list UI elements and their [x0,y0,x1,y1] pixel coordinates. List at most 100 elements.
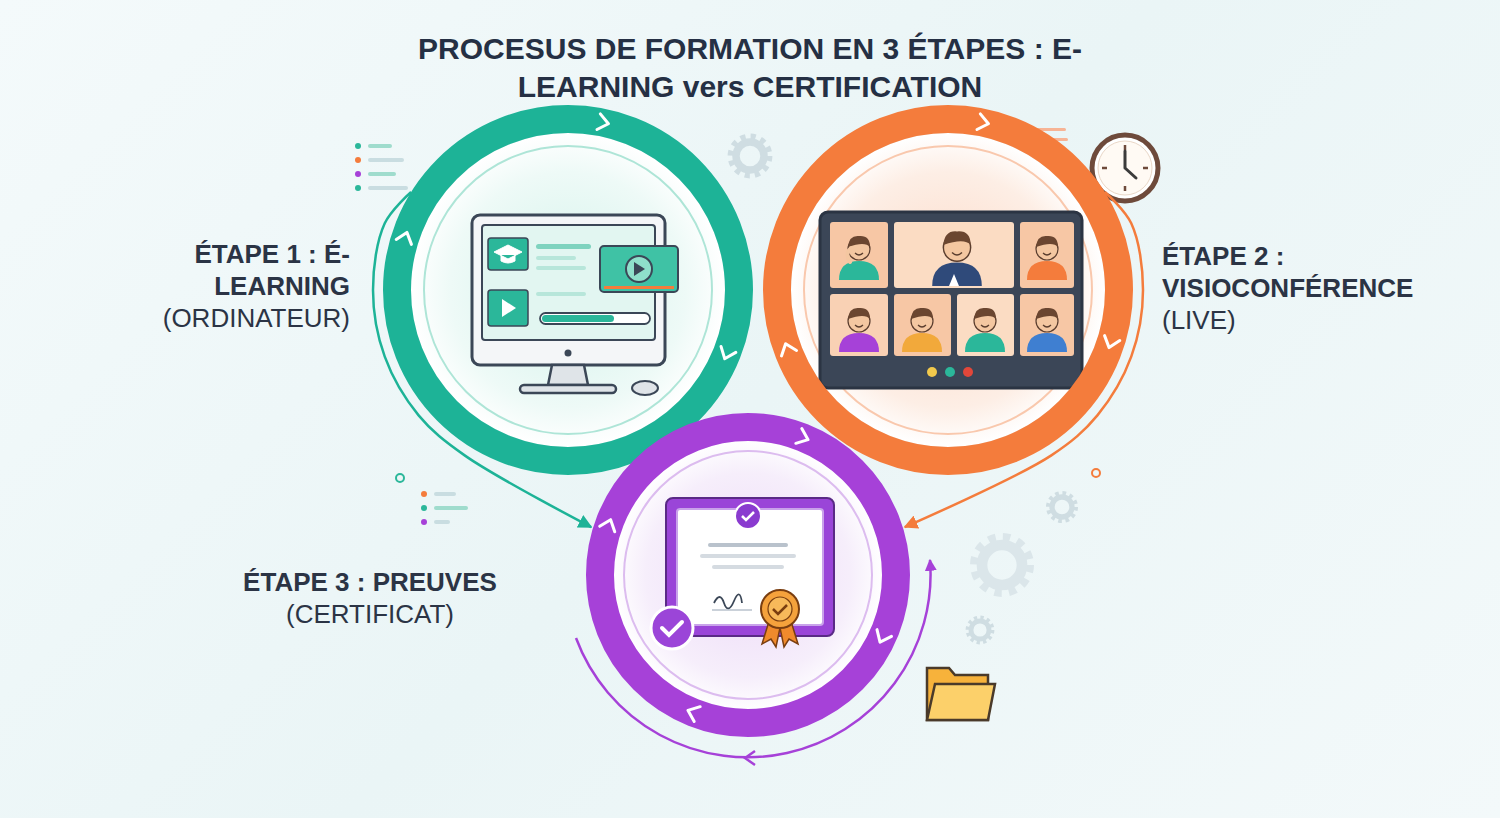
circle-grounds-part [424,146,712,434]
gear-icons-part [969,619,992,642]
videoconference-illustration-part [902,308,942,352]
decor-dots-part [434,520,450,524]
circle-grounds-part [804,146,1092,434]
computer-illustration-part [536,256,576,260]
ring-arrow [873,630,892,646]
computer-illustration [472,215,678,395]
videoconference-illustration-part [820,212,1082,388]
ring-arrow [778,341,796,356]
videoconference-illustration-part [894,222,1014,288]
computer-illustration-part [520,385,616,393]
decor-dots-part [355,143,361,149]
clock-icon-part [1125,151,1136,178]
computer-illustration-part [536,244,591,249]
decor-dots-part [421,519,427,525]
decor-dots-part [396,474,404,482]
ring-arrow [717,346,736,361]
step-subtitle: (LIVE) [1162,304,1462,336]
computer-illustration-part [502,299,516,317]
decor-dots-part [421,491,427,497]
videoconference-illustration-part [839,236,879,280]
certificate-illustration-part [773,605,787,614]
certificate-illustration-part [714,594,742,608]
decor-dots-part [355,157,361,163]
ring [777,119,1119,461]
title-block: PROCESUS DE FORMATION EN 3 ÉTAPES : E-LE… [370,30,1130,106]
gear-icons-part [732,138,767,173]
certificate-illustration-part [712,609,752,611]
step-subtitle: (ORDINATEUR) [110,302,350,334]
videoconference-illustration [820,212,1082,388]
computer-illustration-part [494,245,522,263]
ring-arrow [597,114,610,132]
circle-outline [383,105,753,475]
step-label: ÉTAPE 3 : PREUVES(CERTIFICAT) [215,566,525,630]
videoconference-illustration-part [1020,222,1074,288]
gear-icons-part [977,540,1028,591]
videoconference-illustration-part [945,367,955,377]
videoconference-illustration-part [927,367,937,377]
videoconference-illustration-part [932,231,982,286]
videoconference-illustration-part [957,294,1014,356]
decor-dots-part [368,172,396,176]
step-heading: ÉTAPE 3 : PREUVES [215,566,525,598]
ring-arrow [1101,336,1119,350]
computer-illustration-part [604,286,674,289]
computer-illustration-part [536,292,586,296]
clock-icon-part [1098,141,1152,195]
certificate-illustration-part [700,554,796,558]
circle-outline [763,105,1133,475]
decor-dots-part [368,186,408,190]
step-heading: ÉTAPE 1 : É-LEARNING [110,238,350,302]
computer-illustration-part [536,266,586,270]
certificate-illustration [651,498,834,649]
title-text: PROCESUS DE FORMATION EN 3 ÉTAPES : E-LE… [370,30,1130,106]
step-circle: ÉTAPE 2 : VISIOCONFÉRENCE(LIVE) [763,105,1133,475]
folder-icon [927,668,995,720]
circle-outline [586,413,910,737]
circle-grounds-part [411,133,725,447]
certificate-illustration-part [735,503,761,529]
certificate-illustration-part [666,498,834,636]
computer-illustration-part [600,246,678,292]
step-heading: ÉTAPE 2 : VISIOCONFÉRENCE [1162,240,1462,304]
decor-dots-part [1092,469,1100,477]
videoconference-illustration-part [894,294,951,356]
circle-grounds-part [791,133,1105,447]
ring-arrow [600,517,618,532]
step-label: ÉTAPE 1 : É-LEARNING(ORDINATEUR) [110,238,350,334]
videoconference-illustration-part [847,248,852,262]
computer-illustration-part [542,315,614,322]
decor-dots-part [355,185,361,191]
videoconference-illustration-part [1027,308,1067,352]
decor-dots-part [368,144,392,148]
step-circle: ÉTAPE 3 : PREUVES(CERTIFICAT) [586,413,910,737]
decor-dots-part [434,492,456,496]
decor-dots-part [421,505,427,511]
videoconference-illustration-part [949,274,959,286]
videoconference-illustration-part [1027,236,1067,280]
ring [397,119,739,461]
videoconference-illustration-part [830,222,888,288]
decor-dots-part [368,158,404,162]
certificate-illustration-part [761,590,799,628]
computer-illustration-part [634,262,645,276]
decor-dots-part [434,506,468,510]
videoconference-illustration-part [839,308,879,352]
computer-illustration-part [565,350,572,357]
videoconference-illustration-part [965,308,1005,352]
clock-icon-part [1102,145,1148,191]
computer-illustration-part [548,365,588,385]
gear-icons-part [1049,494,1074,519]
step-subtitle: (CERTIFICAT) [215,598,525,630]
videoconference-illustration-part [963,367,973,377]
ring-arrow [977,114,990,132]
certificate-illustration-part [742,512,754,520]
certificate-illustration-part [651,607,693,649]
computer-illustration-part [632,381,658,395]
step-circle: ÉTAPE 1 : É-LEARNING(ORDINATEUR) [383,105,753,475]
computer-illustration-part [626,256,652,282]
